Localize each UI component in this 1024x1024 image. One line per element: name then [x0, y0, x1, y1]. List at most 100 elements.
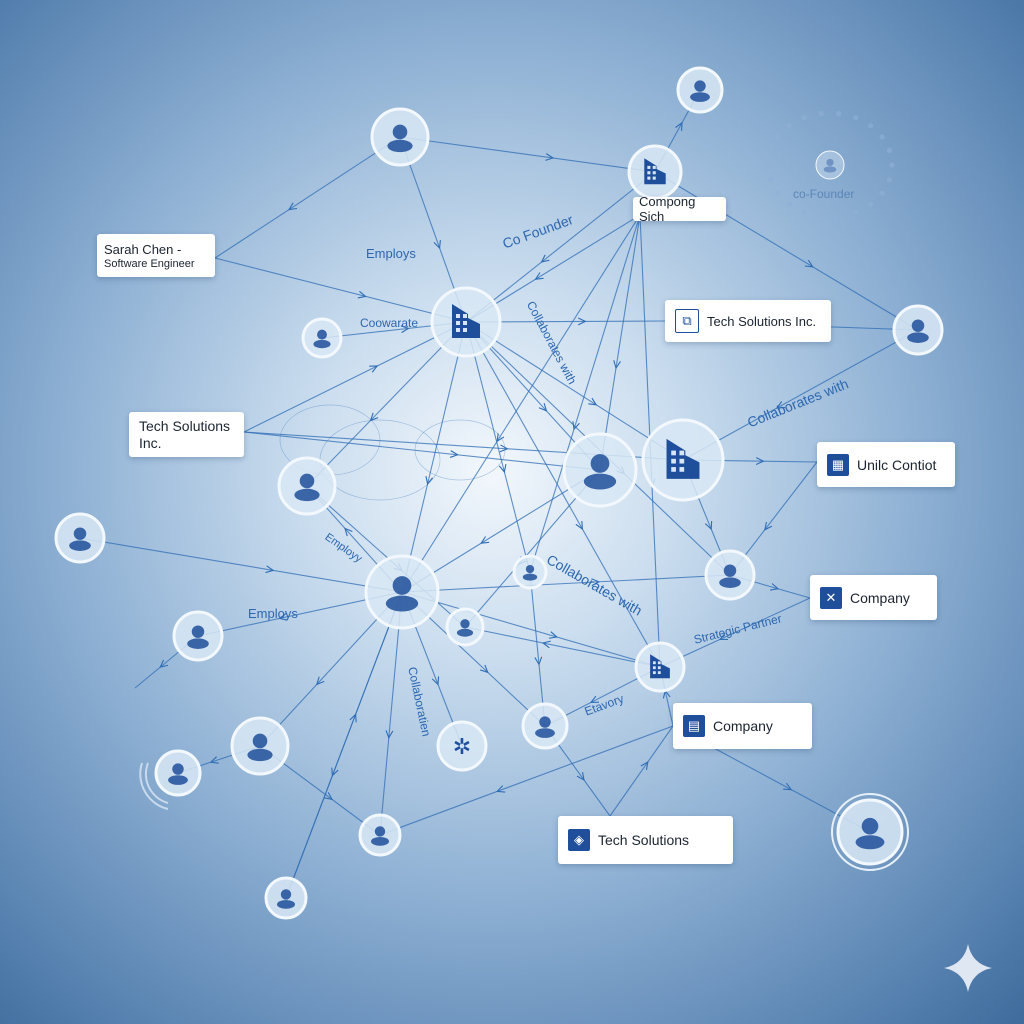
person-node[interactable]	[358, 813, 402, 857]
edge-line	[682, 329, 919, 461]
node-label-tech-solutions-inc-left[interactable]: Tech Solutions Inc.	[129, 412, 244, 457]
arrowhead	[718, 632, 729, 641]
dot	[879, 190, 885, 196]
dot	[765, 162, 771, 168]
edge-line	[464, 626, 661, 668]
arrowhead	[589, 695, 600, 703]
network-icon: ✲	[453, 734, 471, 759]
edge-line	[379, 725, 674, 836]
person-icon	[460, 619, 470, 629]
building-icon	[650, 654, 670, 679]
arrowhead	[591, 578, 601, 587]
arrowhead	[545, 153, 555, 161]
arrowhead	[499, 444, 509, 453]
arrowhead	[357, 290, 367, 299]
arrowhead	[572, 421, 580, 431]
arrowhead	[577, 317, 587, 326]
person-node[interactable]	[154, 749, 202, 797]
person-icon	[694, 80, 706, 92]
person-node[interactable]	[264, 876, 308, 920]
person-node[interactable]	[892, 304, 944, 356]
node-label-tech-solutions[interactable]: ◈ Tech Solutions	[558, 816, 733, 864]
diamond-logo-icon: ◈	[568, 829, 590, 851]
edge-line	[306, 485, 466, 628]
edges	[79, 89, 919, 899]
person-node[interactable]	[364, 554, 440, 630]
edge-line	[401, 469, 601, 593]
person-node[interactable]	[676, 66, 724, 114]
label-text: Inc.	[139, 435, 162, 451]
arrowhead	[400, 325, 410, 334]
person-node[interactable]	[172, 610, 224, 662]
person-node[interactable]	[836, 798, 904, 866]
person-node[interactable]	[815, 150, 845, 180]
person-icon	[911, 319, 925, 332]
arrowhead	[265, 565, 275, 574]
outer-ring	[831, 793, 909, 871]
building-icon	[452, 304, 480, 338]
person-node[interactable]	[512, 554, 548, 590]
person-node[interactable]	[54, 512, 106, 564]
company-node[interactable]	[641, 418, 725, 502]
arrowhead	[534, 272, 544, 280]
node-label-tech-solutions-inc-right[interactable]: ⧉ Tech Solutions Inc.	[665, 300, 831, 342]
dot	[818, 110, 824, 117]
arrowhead	[209, 756, 219, 764]
person-node[interactable]	[562, 432, 638, 508]
dot	[767, 177, 774, 183]
person-node[interactable]	[230, 716, 290, 776]
company-node[interactable]	[634, 641, 686, 693]
person-icon	[590, 454, 610, 473]
dot	[886, 147, 893, 153]
person-node[interactable]: ✲	[436, 720, 488, 772]
person-node[interactable]	[277, 456, 337, 516]
person-node[interactable]	[301, 317, 343, 359]
arrowhead	[425, 476, 434, 486]
edge-line	[243, 321, 467, 433]
person-node[interactable]	[521, 702, 569, 750]
signal-arc	[139, 762, 169, 810]
edge-line	[214, 136, 401, 259]
dot	[775, 134, 781, 140]
dot	[775, 190, 781, 196]
company-node[interactable]	[627, 144, 683, 200]
person-icon	[539, 716, 551, 728]
edge-label: Coowarate	[360, 316, 419, 330]
person-node[interactable]	[445, 607, 485, 647]
person-node[interactable]	[704, 549, 756, 601]
person-icon	[172, 763, 184, 775]
edge-label: co-Founder	[793, 187, 855, 201]
node-label-unilc[interactable]: ▦ Unilc Contiot	[817, 442, 955, 487]
edge-line	[306, 321, 467, 487]
node-label-company-1[interactable]: ✕ Company	[810, 575, 937, 620]
edge-line	[529, 571, 546, 727]
arrowhead	[278, 613, 288, 621]
arrowhead	[675, 121, 683, 131]
arrowhead	[433, 239, 441, 250]
label-text: Unilc Contiot	[857, 456, 937, 473]
edge-line	[659, 597, 811, 668]
person-icon	[826, 158, 834, 167]
person-node[interactable]	[370, 107, 430, 167]
arrowhead	[534, 656, 543, 666]
company-node[interactable]	[430, 286, 502, 358]
dot	[886, 177, 893, 183]
grid-icon: ▤	[683, 715, 705, 737]
arrowhead	[576, 772, 585, 782]
edge-line	[401, 321, 467, 593]
node-label-sarah-chen[interactable]: Sarah Chen - Software Engineer	[97, 234, 215, 277]
person-icon	[252, 733, 268, 749]
arrowhead	[613, 360, 621, 370]
person-icon	[525, 564, 535, 574]
dot	[868, 123, 874, 129]
arrowhead	[804, 259, 814, 268]
arrowhead	[538, 402, 548, 412]
edge-line	[379, 591, 403, 836]
node-label-compong[interactable]: Compong Sich	[633, 194, 726, 224]
label-text: Tech Solutions	[598, 832, 690, 848]
arrowhead	[449, 450, 459, 458]
dot	[801, 209, 807, 215]
edge-line	[401, 214, 641, 593]
dot	[853, 209, 859, 215]
node-label-company-2[interactable]: ▤ Company	[673, 703, 812, 749]
